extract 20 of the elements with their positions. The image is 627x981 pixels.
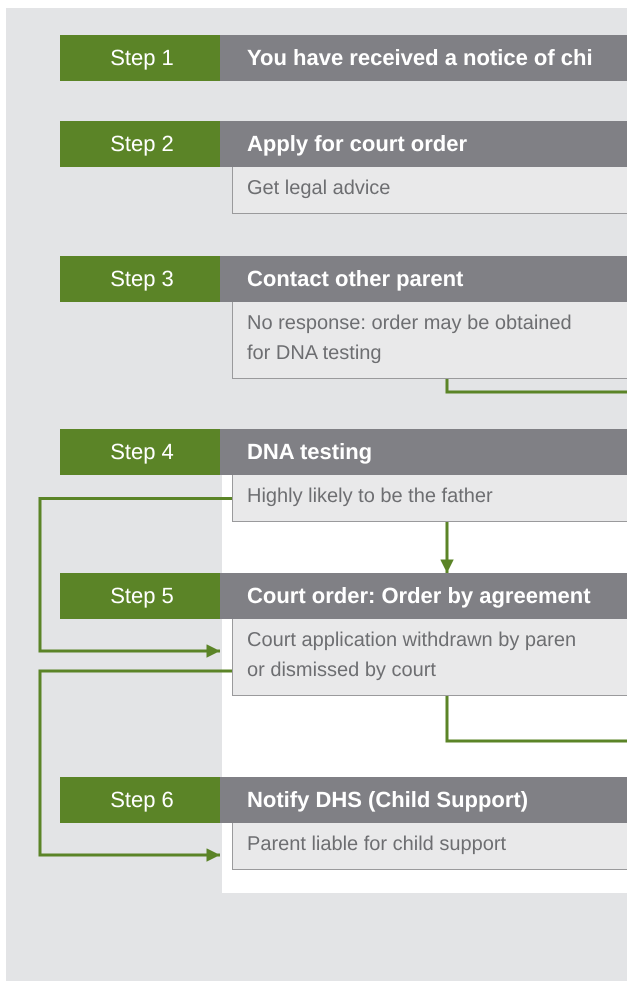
- step-heading: Court order: Order by agreement: [220, 573, 627, 619]
- step-heading: You have received a notice of chi: [220, 35, 627, 81]
- step-label: Step 5: [60, 573, 220, 619]
- step-label: Step 6: [60, 777, 220, 823]
- step-label: Step 4: [60, 429, 220, 475]
- arrow: [38, 497, 232, 658]
- step-label: Step 3: [60, 256, 220, 302]
- step-label: Step 2: [60, 121, 220, 167]
- arrow: [38, 670, 232, 862]
- step-heading: Notify DHS (Child Support): [220, 777, 627, 823]
- step-detail: Highly likely to be the father: [232, 475, 627, 522]
- step-detail: Get legal advice: [232, 167, 627, 214]
- step-detail: Court application withdrawn by paren or dismissed by court: [232, 619, 627, 696]
- step-label: Step 1: [60, 35, 220, 81]
- step-heading: Apply for court order: [220, 121, 627, 167]
- step-detail: No response: order may be obtained for DNA testing: [232, 302, 627, 379]
- step-detail: Parent liable for child support: [232, 823, 627, 870]
- step-heading: Contact other parent: [220, 256, 627, 302]
- step-heading: DNA testing: [220, 429, 627, 475]
- arrow: [440, 522, 454, 573]
